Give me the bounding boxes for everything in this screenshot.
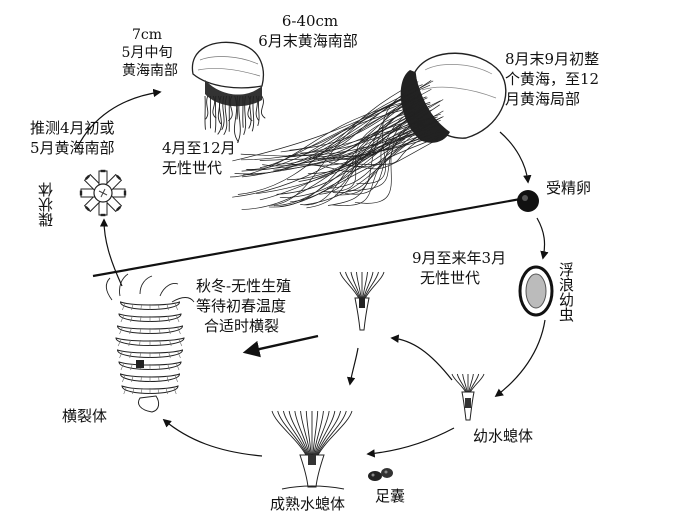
illustration-stroke <box>99 171 107 185</box>
budding-polyp-illustration <box>340 272 384 330</box>
mature-polyp-illustration <box>272 411 352 489</box>
mature-polyp-label: 成熟水螅体 <box>270 496 345 512</box>
arrow-mature-polyp-to-strobila <box>164 420 262 456</box>
ephyra-note-line-1: 推测4月初或 <box>30 120 115 136</box>
asexual-generation-2-line-2: 无性世代 <box>420 270 480 286</box>
strobila-illustration <box>106 274 194 412</box>
ephyra-note-line-2: 5月黄海南部 <box>30 140 115 156</box>
illustration-stroke <box>318 411 352 455</box>
large-jelly-size-label: 6-40cm <box>270 13 350 29</box>
arrow-strobila-to-ephyra <box>104 220 122 286</box>
illustration-stroke <box>237 96 238 119</box>
large-jellyfish-illustration <box>230 53 506 209</box>
illustration-stroke <box>317 411 346 455</box>
arrow-budding-polyp-to-strobila <box>246 336 318 352</box>
small-jelly-place-label: 黄海南部 <box>112 63 188 79</box>
illustration-stroke <box>283 411 307 455</box>
asexual-generation-2-line-1: 9月至来年3月 <box>412 250 506 266</box>
ephyra-illustration <box>81 171 125 215</box>
illustration-stroke <box>206 96 208 119</box>
arrow-juvenile-to-mature-polyp <box>368 428 454 454</box>
large-jelly-note-line-3: 月黄海局部 <box>505 91 580 107</box>
illustration-stroke <box>272 411 306 455</box>
juvenile-polyp-illustration <box>452 374 484 420</box>
illustration-stroke <box>215 96 216 133</box>
juvenile-polyp-label: 幼水螅体 <box>473 428 533 444</box>
arrow-juvenile-to-budding-polyp <box>392 338 452 380</box>
illustration-stroke <box>278 411 307 455</box>
large-jelly-note-line-2: 个黄海，至12 <box>505 71 599 87</box>
illustration-stroke <box>205 96 206 130</box>
winter-note-line-1: 秋冬-无性生殖 <box>196 278 291 294</box>
illustration-stroke <box>295 411 310 455</box>
arrow-large-jelly-to-egg <box>500 132 528 182</box>
illustration-stroke <box>111 189 125 197</box>
large-jelly-time-label: 6月末黄海南部 <box>246 33 370 49</box>
asexual-generation-1-line-2: 无性世代 <box>162 160 222 176</box>
illustration-stroke <box>81 189 95 197</box>
illustration-stroke <box>315 411 330 455</box>
asexual-generation-1-line-1: 4月至12月 <box>162 140 236 156</box>
planula-illustration <box>520 267 552 315</box>
small-jellyfish-illustration <box>192 42 265 142</box>
strobila-label: 横裂体 <box>62 408 107 424</box>
arrow-egg-to-planula <box>537 218 545 258</box>
arrow-budding-polyp-to-mature-polyp <box>350 348 358 384</box>
fertilized-egg-illustration <box>517 190 539 212</box>
illustration-stroke <box>316 411 340 455</box>
podocyst-label: 足囊 <box>375 488 405 504</box>
planula-label: 浮浪幼虫 <box>558 262 574 322</box>
illustration-stroke <box>136 360 144 368</box>
small-jelly-time-label: 5月中旬 <box>112 45 182 61</box>
winter-note-line-3: 合适时横裂 <box>204 318 279 334</box>
winter-note-line-2: 等待初春温度 <box>196 298 286 314</box>
arrow-planula-to-juvenile-polyp <box>496 320 545 396</box>
large-jelly-note-line-1: 8月末9月初整 <box>505 51 599 67</box>
small-jelly-size-label: 7cm <box>127 27 167 43</box>
illustration-stroke <box>99 201 107 215</box>
fertilized-egg-label: 受精卵 <box>546 180 591 196</box>
ephyra-label: 碟状体 <box>38 182 54 227</box>
podocyst-illustration <box>368 468 393 481</box>
